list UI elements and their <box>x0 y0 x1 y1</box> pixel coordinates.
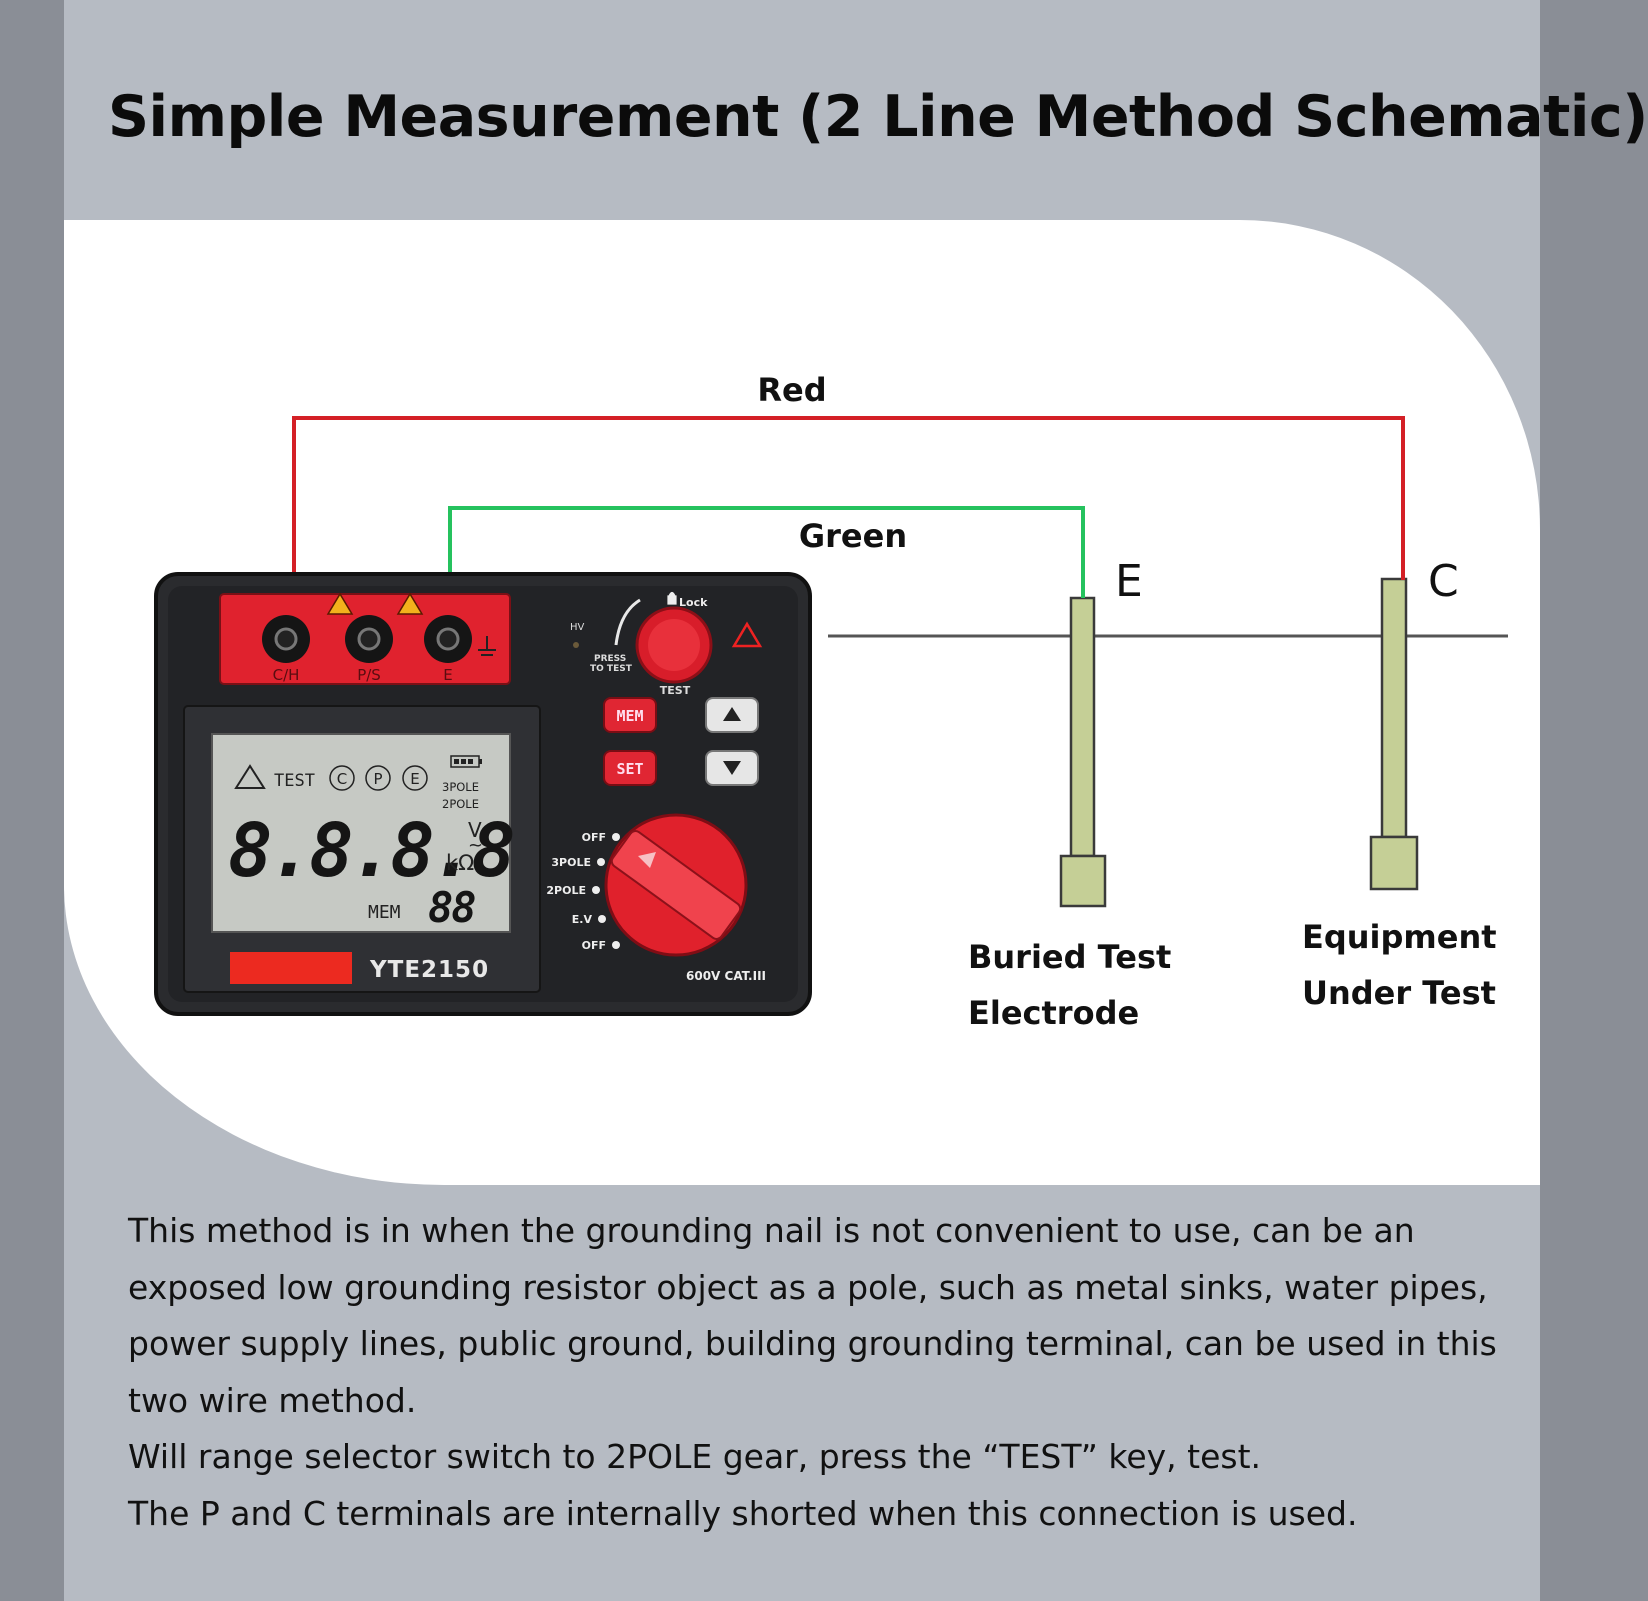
electrode-c-caption-1: Equipment <box>1302 918 1497 956</box>
set-button[interactable]: SET <box>603 750 657 786</box>
lock-icon <box>667 591 677 605</box>
lcd-c-circle <box>329 765 355 791</box>
electrode-c-base <box>1369 835 1419 891</box>
lcd-warning-icon <box>234 764 266 789</box>
electrode-c-caption-2: Under Test <box>1302 974 1496 1012</box>
terminal-ps <box>345 615 393 663</box>
hv-indicator <box>573 642 579 648</box>
ground-symbol-icon <box>478 636 496 656</box>
lcd-mem-digits: 88 <box>428 883 475 932</box>
electrode-c-letter: C <box>1428 556 1459 607</box>
electrode-e-caption-1: Buried Test <box>968 938 1171 976</box>
terminal-e <box>424 615 472 663</box>
lcd-2pole: 2POLE <box>442 797 479 811</box>
electrode-e-rod <box>1069 596 1096 858</box>
description-paragraph: Will range selector switch to 2POLE gear… <box>128 1437 1262 1476</box>
lcd-p-circle <box>365 765 391 791</box>
description-paragraph: This method is in when the grounding nai… <box>128 1211 1497 1420</box>
electrode-c-rod <box>1380 577 1408 839</box>
press-arc-icon <box>614 598 641 646</box>
dial-pos-ev: E.V <box>572 913 593 926</box>
lcd-e-circle <box>402 765 428 791</box>
electrode-e-base <box>1059 854 1107 908</box>
lcd-mem-label: MEM <box>368 902 401 923</box>
dial-dot <box>597 858 605 866</box>
lock-label: Lock <box>679 596 708 609</box>
hv-label: HV <box>570 622 585 633</box>
lcd-main-digits: 8.8.8.8 <box>228 808 513 894</box>
dial-dot <box>612 833 620 841</box>
battery-icon <box>450 755 482 768</box>
description-paragraph: The P and C terminals are internally sho… <box>128 1493 1358 1533</box>
lcd-unit-v: V <box>468 818 482 842</box>
test-label: TEST <box>660 684 691 697</box>
terminal-ch <box>262 615 310 663</box>
set-button-label: SET <box>616 760 643 778</box>
mem-button-label: MEM <box>616 707 643 725</box>
green-wire-label: Green <box>799 517 907 555</box>
page-panel: Simple Measurement (2 Line Method Schema… <box>64 0 1648 1601</box>
up-arrow-button[interactable] <box>705 697 759 733</box>
dial-pos-2pole: 2POLE <box>546 884 586 897</box>
dial-dot <box>612 941 620 949</box>
lcd-c-symbol: C <box>337 770 347 788</box>
test-knob[interactable] <box>635 606 713 684</box>
down-arrow-button[interactable] <box>705 750 759 786</box>
lcd-3pole: 3POLE <box>442 780 479 794</box>
lcd-e-symbol: E <box>410 770 419 788</box>
mem-button[interactable]: MEM <box>603 697 657 733</box>
press-to-test-line1: PRESS <box>594 654 626 664</box>
page-title: Simple Measurement (2 Line Method Schema… <box>108 84 1648 150</box>
dial-dot <box>592 886 600 894</box>
electrode-e-letter: E <box>1115 556 1143 607</box>
dial-pos-off-top: OFF <box>582 831 606 844</box>
electrode-c <box>1369 577 1419 891</box>
description: This method is in when the grounding nai… <box>128 1203 1508 1542</box>
warning-icon <box>326 592 354 615</box>
warning-icon <box>396 592 424 615</box>
warning-icon <box>731 621 763 648</box>
electrode-e-caption-2: Electrode <box>968 994 1139 1032</box>
down-arrow-icon <box>723 761 741 775</box>
lcd-unit-kohm: kΩ <box>446 851 474 875</box>
lcd-unit-ac: ~ <box>468 835 483 856</box>
electrode-e <box>1059 596 1107 908</box>
device-rating: 600V CAT.III <box>686 969 766 983</box>
model-color-strip <box>230 952 352 984</box>
dial-pointer-icon <box>638 852 656 868</box>
terminal-label-ch: C/H <box>273 666 300 684</box>
wiring-diagram: Red Green E C Buried Test Electrode Equi… <box>154 371 1508 1032</box>
lcd-p-symbol: P <box>373 770 382 788</box>
dial-pos-off-bottom: OFF <box>582 939 606 952</box>
range-selector-dial[interactable] <box>604 813 748 957</box>
dial-dot <box>598 915 606 923</box>
terminal-label-e: E <box>443 666 452 684</box>
model-name: YTE2150 <box>369 957 489 983</box>
terminal-label-ps: P/S <box>357 666 381 684</box>
red-wire <box>292 416 1405 638</box>
press-to-test-line2: TO TEST <box>590 664 633 674</box>
lcd-test-label: TEST <box>274 771 315 791</box>
earth-resistance-tester: C/H P/S E TEST C P E 3POLE 2POLE 8.8. <box>154 572 812 1016</box>
red-wire-label: Red <box>757 371 826 409</box>
dial-pos-3pole: 3POLE <box>551 856 591 869</box>
up-arrow-icon <box>723 707 741 721</box>
